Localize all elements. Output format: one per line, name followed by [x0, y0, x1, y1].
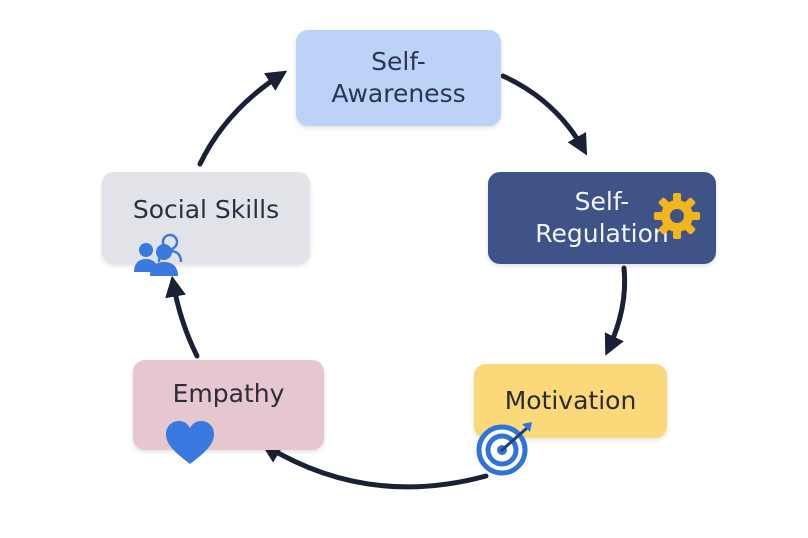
heart-icon [166, 421, 214, 464]
arrow-social-to-awareness [197, 70, 288, 167]
arrow-empathy-to-social [165, 275, 200, 359]
arrow-regulation-to-motivation [604, 265, 628, 356]
target-icon [476, 422, 532, 476]
node-empathy: Empathy [133, 360, 324, 450]
node-label: Self- Awareness [331, 46, 466, 109]
arrow-motivation-to-empathy [260, 442, 489, 490]
gear-icon [654, 193, 700, 239]
node-label: Self- Regulation [535, 186, 669, 249]
node-social-skills: Social Skills [102, 172, 310, 264]
node-label: Empathy [172, 379, 285, 408]
node-self-awareness: Self- Awareness [296, 30, 501, 126]
node-label: Motivation [504, 385, 637, 415]
node-label: Social Skills [132, 195, 280, 224]
node-self-regulation: Self- Regulation [488, 172, 716, 264]
people-icon [134, 233, 183, 276]
arrow-awareness-to-regulation [500, 73, 588, 156]
